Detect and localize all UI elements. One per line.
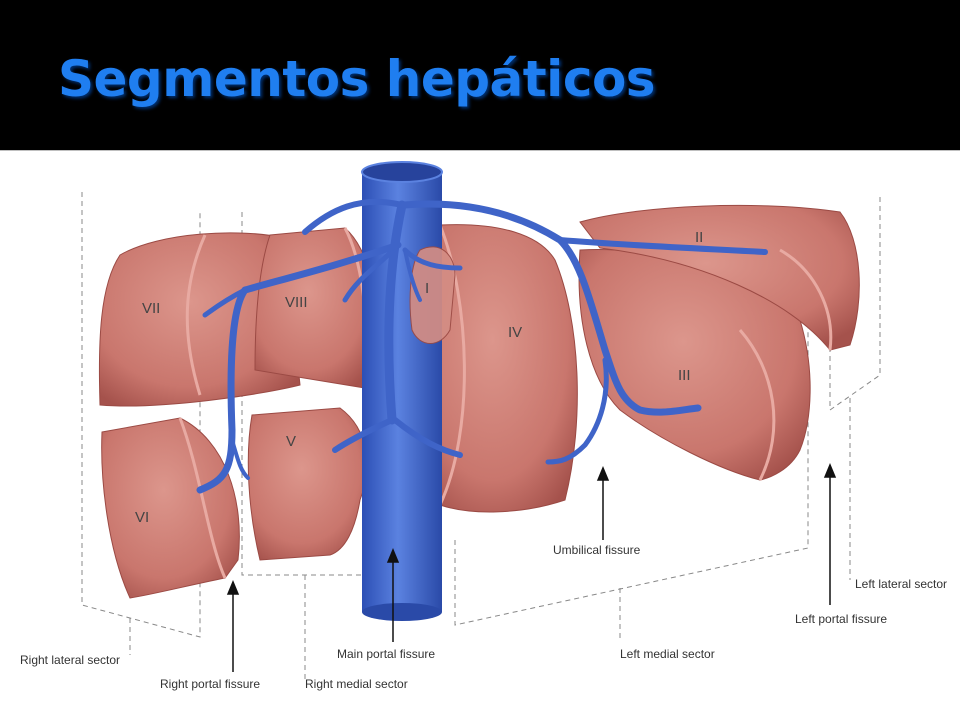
- segment-vi: [101, 417, 240, 599]
- fissure-arrows: [226, 463, 837, 672]
- segment-label-viii: VIII: [285, 294, 308, 311]
- segment-label-ii: II: [695, 229, 703, 246]
- segment-label-v: V: [286, 433, 296, 450]
- segment-v: [247, 407, 368, 561]
- label-right-medial-sector: Right medial sector: [305, 677, 408, 691]
- label-left-lateral-sector: Left lateral sector: [855, 577, 947, 591]
- label-left-portal-fissure: Left portal fissure: [795, 612, 887, 626]
- inferior-vena-cava: [361, 161, 443, 621]
- segment-labels: VII VIII I IV II III V VI: [135, 229, 703, 526]
- segment-vii: [98, 232, 301, 407]
- segment-ii: [579, 204, 860, 351]
- segment-label-vii: VII: [142, 300, 160, 317]
- annotation-labels: Right lateral sector Right portal fissur…: [20, 543, 947, 691]
- label-right-lateral-sector: Right lateral sector: [20, 653, 120, 667]
- segment-label-iii: III: [678, 367, 691, 384]
- label-umbilical-fissure: Umbilical fissure: [553, 543, 641, 557]
- liver-segments-diagram: VII VIII I IV II III V VI Right lateral …: [20, 161, 947, 691]
- vessels: [196, 198, 768, 494]
- title-bar: Segmentos hepáticos: [0, 0, 960, 150]
- segment-viii: [254, 227, 375, 389]
- segment-label-vi: VI: [135, 509, 149, 526]
- label-main-portal-fissure: Main portal fissure: [337, 647, 435, 661]
- label-right-portal-fissure: Right portal fissure: [160, 677, 260, 691]
- segment-label-iv: IV: [508, 324, 522, 341]
- title-divider: [0, 150, 960, 156]
- slide-title: Segmentos hepáticos: [58, 50, 656, 108]
- label-left-medial-sector: Left medial sector: [620, 647, 715, 661]
- segment-label-i: I: [425, 280, 429, 297]
